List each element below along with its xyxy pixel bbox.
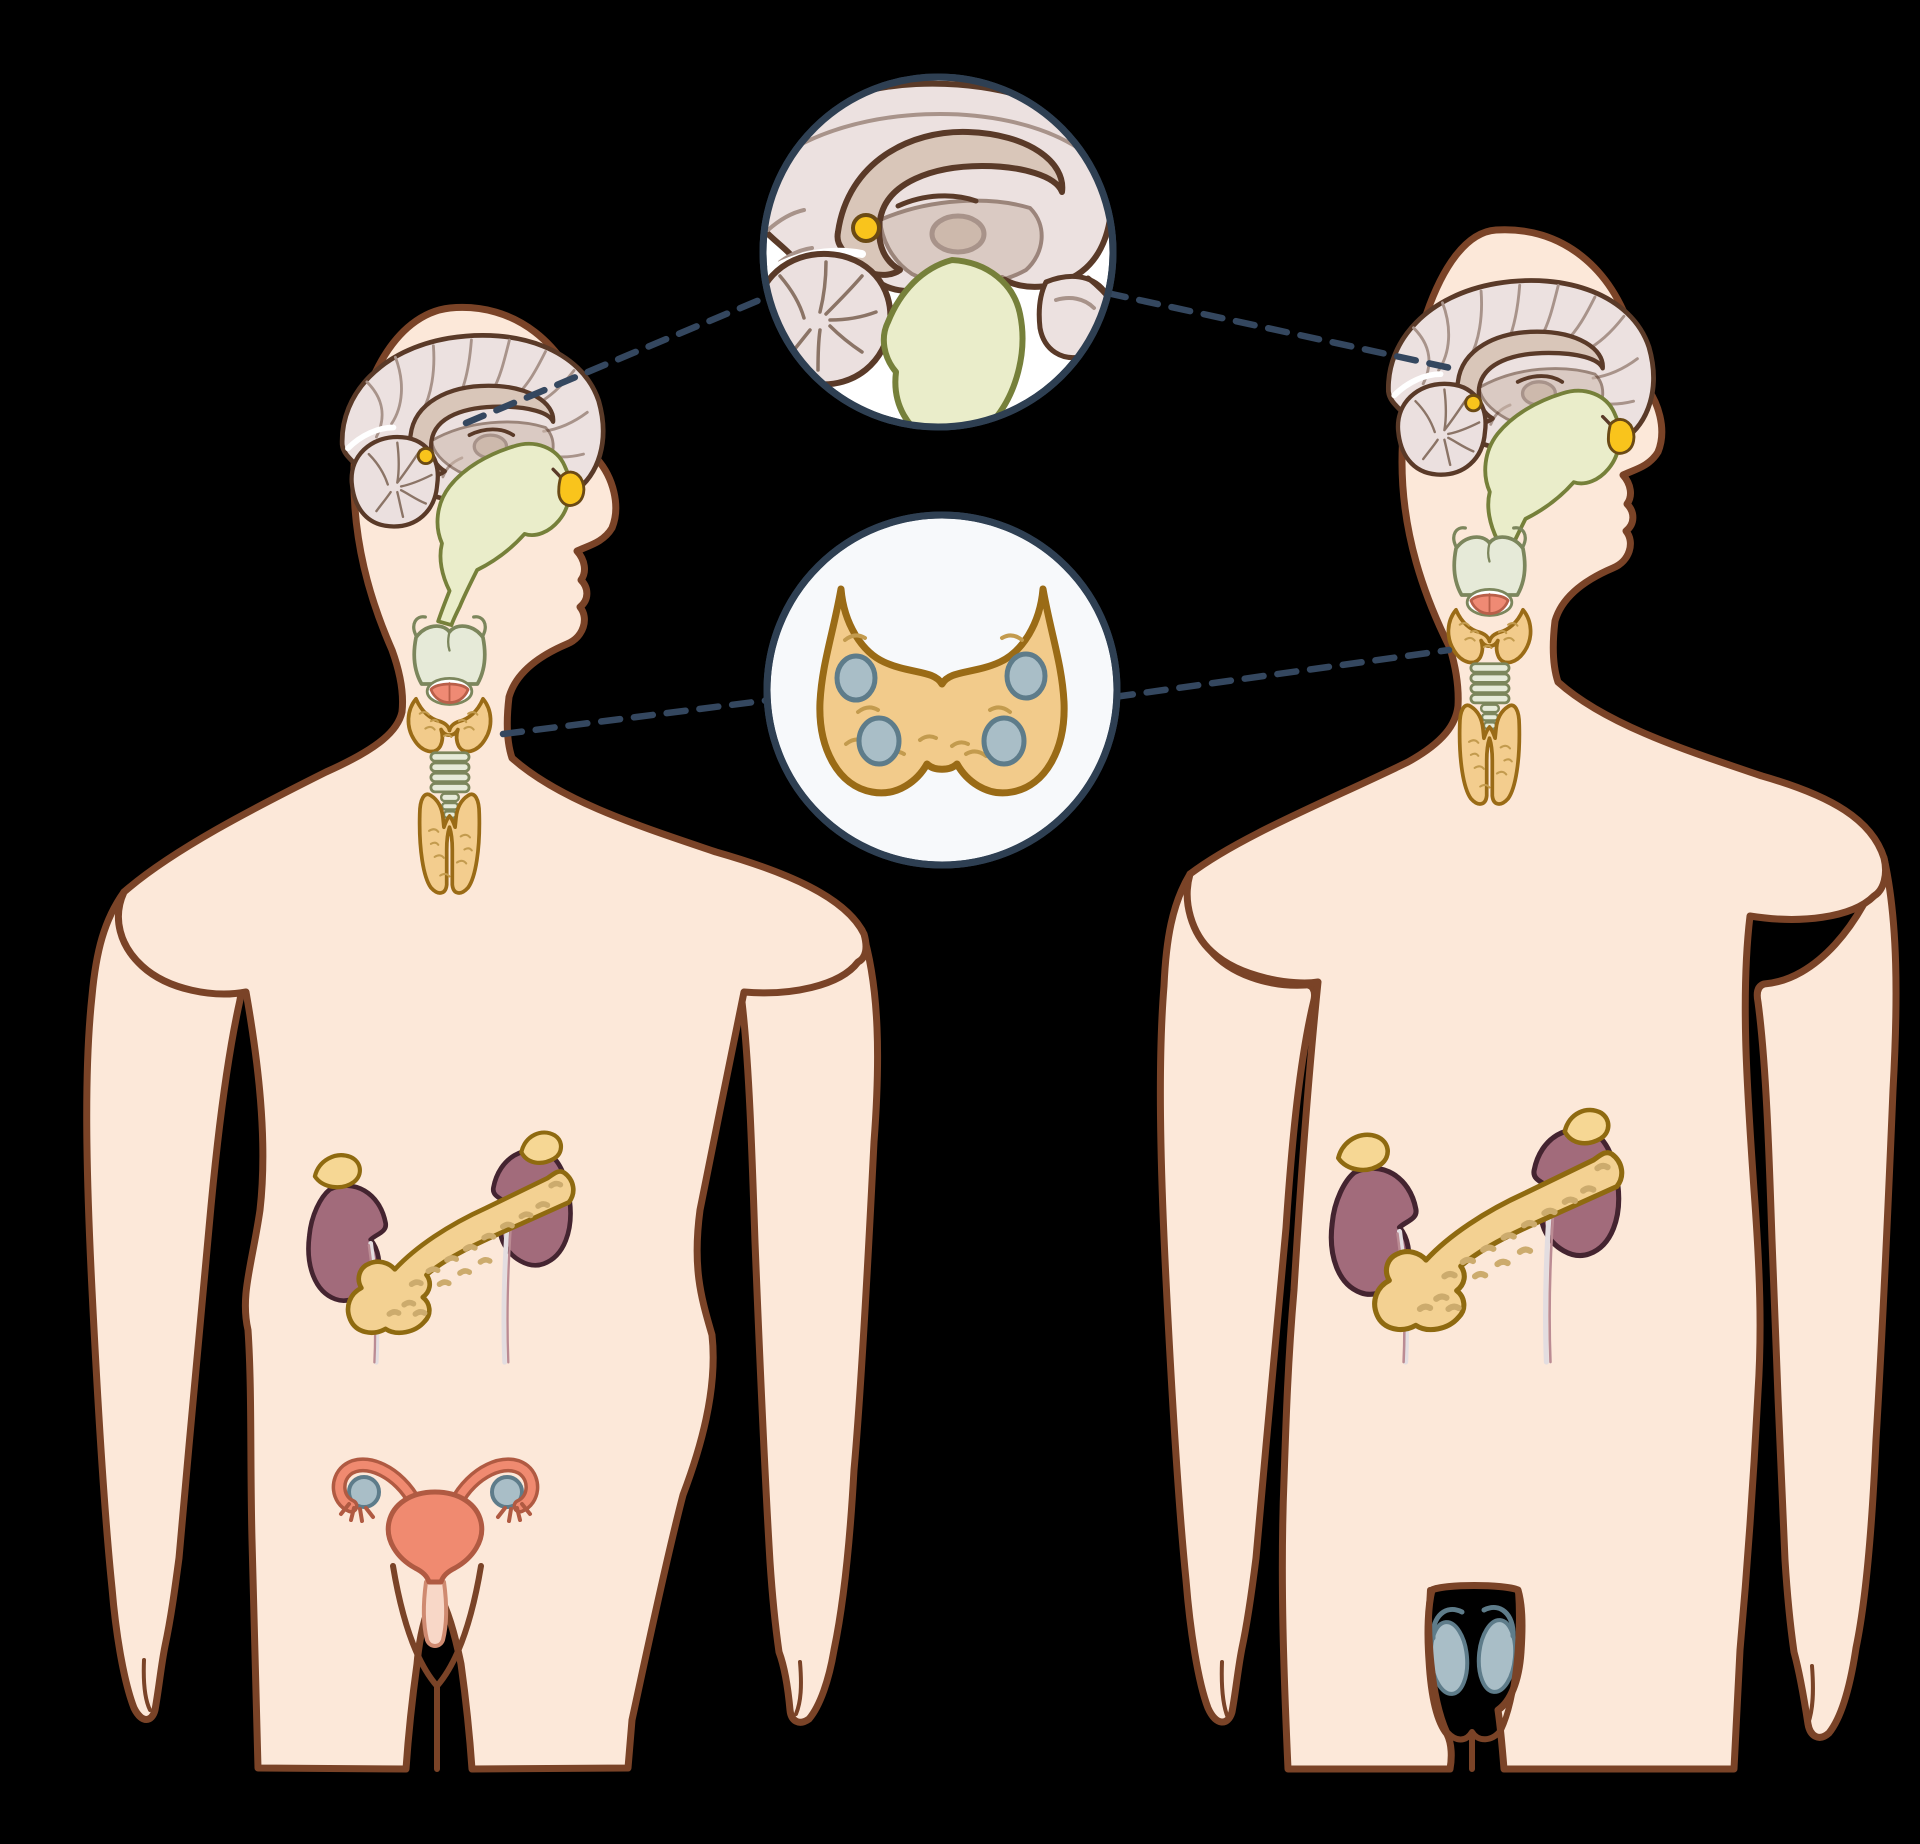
parathyroid-inset <box>763 511 1121 869</box>
fallopian-tube-right <box>452 1461 536 1510</box>
fimbriae-right <box>496 1502 532 1523</box>
connector-male-brain <box>1103 289 1459 373</box>
connector-female-thyroid <box>499 696 774 738</box>
female-finger-lines <box>141 1658 803 1716</box>
inset-pineal-gland <box>851 213 881 243</box>
inset-thalamus <box>929 213 987 255</box>
uterus <box>385 1489 485 1585</box>
male-arm-left <box>1156 870 1318 1726</box>
female-groin-lines <box>390 1563 484 1772</box>
female-arm-right <box>737 926 882 1726</box>
fallopian-tube-left <box>335 1461 419 1510</box>
inset-brainstem <box>880 257 1026 424</box>
ovary-right <box>490 1475 524 1509</box>
inset-fornix <box>895 193 979 209</box>
ovary-left <box>347 1475 381 1509</box>
inset-pituitary-stalk <box>1085 275 1110 305</box>
male-reproductive-organs <box>1426 1587 1522 1772</box>
female-figure <box>83 303 882 1773</box>
brain-inset-border <box>759 73 1117 431</box>
vagina <box>421 1580 449 1648</box>
male-arm-right <box>1753 854 1900 1741</box>
male-body <box>1183 226 1890 1773</box>
parathyroid-upper-left <box>834 653 878 703</box>
scrotum-outline <box>1426 1587 1522 1772</box>
female-body <box>114 303 870 1773</box>
female-reproductive-organs <box>331 1457 540 1648</box>
connector-male-thyroid <box>1110 646 1453 701</box>
parathyroid-inset-content <box>816 585 1068 797</box>
parathyroid-lower-right <box>981 715 1027 767</box>
connector-lines <box>462 289 1459 738</box>
fimbriae-left <box>339 1502 375 1523</box>
connector-female-brain <box>462 292 773 427</box>
inset-frontal-line <box>1054 296 1096 310</box>
male-finger-lines <box>1219 1660 1815 1726</box>
parathyroid-lower-left <box>856 715 902 767</box>
epididymis-caps <box>1430 1605 1516 1641</box>
parathyroid-upper-right <box>1004 651 1048 701</box>
male-figure <box>1156 226 1900 1773</box>
parathyroid-inset-border <box>763 511 1121 869</box>
inset-cerebellum-striations <box>778 260 878 372</box>
